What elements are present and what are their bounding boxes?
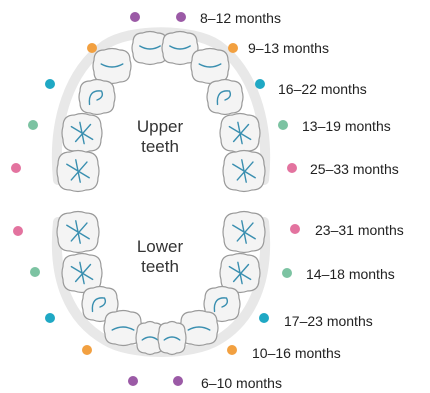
upper-first-molars-eruption-label: 13–19 months [302,118,391,134]
lower-central-incisors-color-dot-right [173,376,183,386]
upper-first-molars-color-dot-left [28,120,38,130]
lower-canines-eruption-label: 17–23 months [284,313,373,329]
upper-central-incisors-color-dot-right [176,12,186,22]
upper-lateral-incisors-color-dot-left [87,43,97,53]
lower-central-incisors-eruption-label: 6–10 months [201,375,282,391]
upper-teeth-label: Upper teeth [120,117,200,157]
upper-canines-color-dot-right [255,79,265,89]
upper-first-molars-color-dot-right [278,120,288,130]
upper-central-incisors-eruption-label: 8–12 months [200,10,281,26]
upper-second-molars-color-dot-left [11,163,21,173]
lower-lateral-incisors-eruption-label: 10–16 months [252,345,341,361]
upper-canines-tooth-right [207,80,243,115]
upper-lateral-incisors-tooth-left [93,49,131,84]
lower-second-molars-eruption-label: 23–31 months [315,222,404,238]
lower-central-incisors-color-dot-left [128,376,138,386]
upper-canines-eruption-label: 16–22 months [278,81,367,97]
lower-first-molars-color-dot-right [282,268,292,278]
lower-canines-color-dot-right [259,313,269,323]
upper-second-molars-color-dot-right [287,163,297,173]
upper-second-molars-eruption-label: 25–33 months [310,161,399,177]
lower-second-molars-color-dot-right [290,224,300,234]
upper-canines-color-dot-left [45,79,55,89]
upper-lateral-incisors-color-dot-right [228,43,238,53]
lower-second-molars-color-dot-left [13,226,23,236]
lower-central-incisors-tooth-right [158,322,186,355]
lower-first-molars-color-dot-left [30,267,40,277]
lower-canines-color-dot-left [45,313,55,323]
upper-lateral-incisors-tooth-right [191,49,229,84]
upper-canines-tooth-left [79,80,115,115]
lower-teeth-label: Lower teeth [120,237,200,277]
upper-central-incisors-color-dot-left [130,12,140,22]
upper-lateral-incisors-eruption-label: 9–13 months [248,40,329,56]
lower-lateral-incisors-color-dot-left [82,345,92,355]
lower-lateral-incisors-color-dot-right [227,345,237,355]
lower-first-molars-eruption-label: 14–18 months [306,266,395,282]
